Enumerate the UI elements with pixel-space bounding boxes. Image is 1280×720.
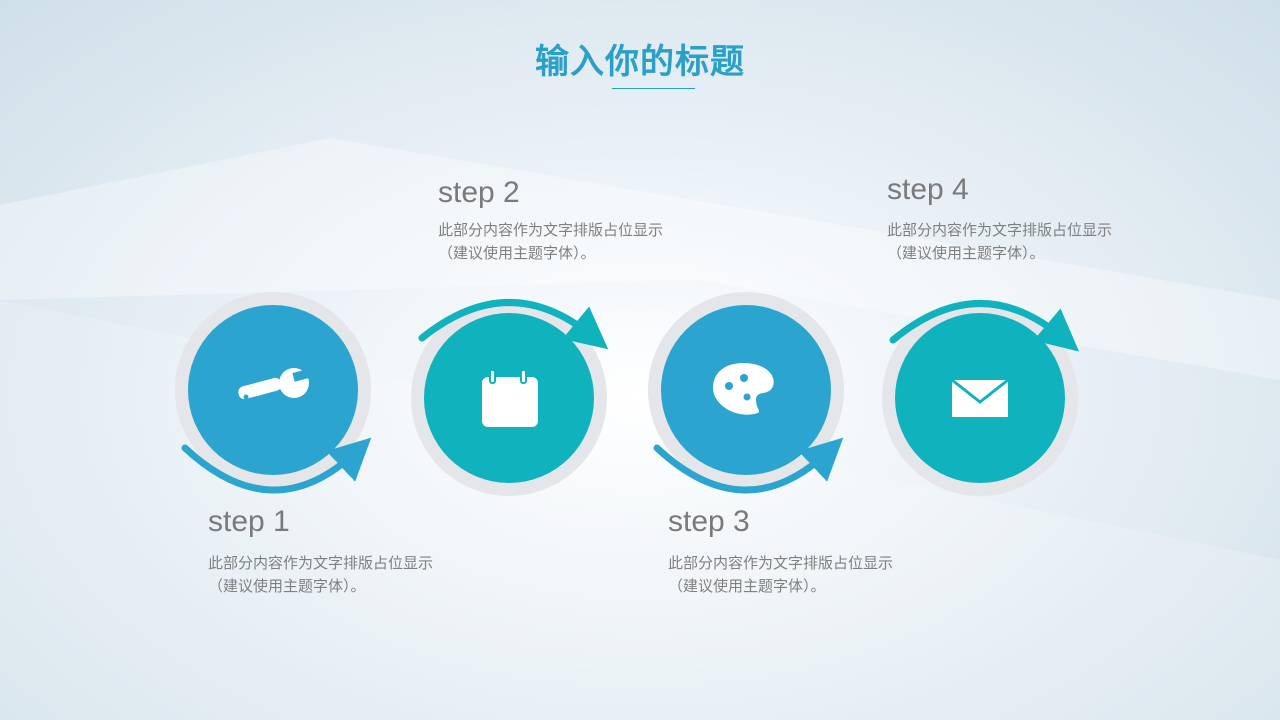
step-4-label: step 4: [887, 173, 969, 206]
wrench-icon: [238, 368, 313, 400]
step-2-description-line2: （建议使用主题字体）。: [438, 245, 596, 262]
title-underline: [612, 88, 695, 89]
envelope-icon: [951, 378, 1009, 417]
step-1-description: 此部分内容作为文字排版占位显示 （建议使用主题字体）。: [208, 552, 433, 598]
step-2-description-line1: 此部分内容作为文字排版占位显示: [438, 222, 664, 239]
step-2-node: [411, 299, 609, 496]
step-3-label: step 3: [668, 505, 750, 538]
step-4-description: 此部分内容作为文字排版占位显示 （建议使用主题字体）。: [887, 219, 1112, 265]
step-1-label: step 1: [208, 505, 290, 538]
step-4-node: [882, 300, 1080, 496]
step-3-node: [648, 292, 844, 494]
step-1-description-line1: 此部分内容作为文字排版占位显示: [208, 555, 434, 572]
step-2-description: 此部分内容作为文字排版占位显示 （建议使用主题字体）。: [438, 219, 663, 265]
step-4-description-line1: 此部分内容作为文字排版占位显示: [887, 222, 1113, 239]
step-2-label: step 2: [438, 176, 520, 209]
step-4-description-line2: （建议使用主题字体）。: [887, 245, 1045, 262]
step-1-node: [175, 292, 372, 494]
step-1-description-line2: （建议使用主题字体）。: [208, 578, 366, 595]
step-3-description: 此部分内容作为文字排版占位显示 （建议使用主题字体）。: [668, 552, 893, 598]
step-4-arrow: [889, 300, 1080, 352]
step-1-arrow: [181, 437, 372, 494]
palette-icon: [713, 363, 774, 415]
step-3-description-line2: （建议使用主题字体）。: [668, 578, 826, 595]
calendar-icon: [482, 369, 538, 427]
step-2-arrow: [418, 299, 609, 350]
page-title: 输入你的标题: [535, 43, 745, 81]
step-3-description-line1: 此部分内容作为文字排版占位显示: [668, 555, 894, 572]
step-3-arrow: [653, 437, 844, 494]
